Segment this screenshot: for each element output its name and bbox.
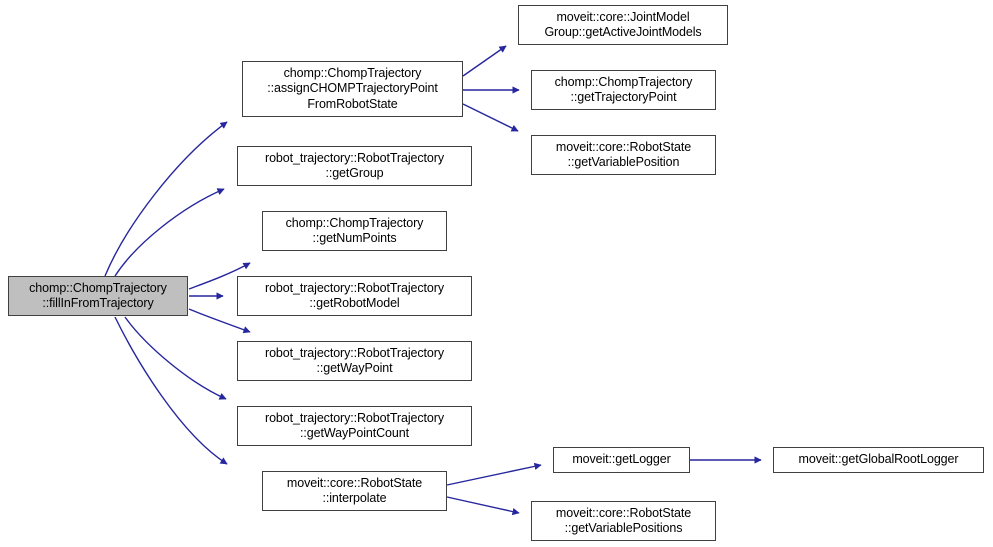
graph-node-label: robot_trajectory::RobotTrajectory ::getW…	[265, 410, 444, 441]
graph-node-label: robot_trajectory::RobotTrajectory ::getG…	[265, 150, 444, 181]
graph-node-getVariablePosition[interactable]: moveit::core::RobotState ::getVariablePo…	[531, 135, 716, 175]
graph-node-getWayPoint[interactable]: robot_trajectory::RobotTrajectory ::getW…	[237, 341, 472, 381]
graph-node-label: moveit::core::RobotState ::getVariablePo…	[555, 139, 692, 170]
graph-node-label: moveit::core::JointModel Group::getActiv…	[544, 9, 702, 40]
graph-node-label: chomp::ChompTrajectory ::getTrajectoryPo…	[554, 74, 693, 105]
graph-node-label: robot_trajectory::RobotTrajectory ::getR…	[265, 280, 444, 311]
graph-edges	[104, 45, 762, 516]
graph-node-assignCHOMPTrajectoryPointFromRobotState[interactable]: chomp::ChompTrajectory ::assignCHOMPTraj…	[242, 61, 463, 117]
graph-edge-fillInFromTrajectory-to-getWayPoint	[188, 308, 251, 334]
graph-edge-assignCHOMPTrajectoryPointFromRobotState-to-getActiveJointModels	[462, 45, 507, 77]
graph-node-getGroup[interactable]: robot_trajectory::RobotTrajectory ::getG…	[237, 146, 472, 186]
graph-node-label: moveit::core::RobotState ::interpolate	[286, 475, 423, 506]
graph-node-label: moveit::core::RobotState ::getVariablePo…	[555, 505, 692, 536]
graph-node-getNumPoints[interactable]: chomp::ChompTrajectory ::getNumPoints	[262, 211, 447, 251]
graph-edge-fillInFromTrajectory-to-getNumPoints	[188, 262, 251, 290]
graph-edge-fillInFromTrajectory-to-getWayPointCount	[124, 316, 227, 400]
graph-edge-assignCHOMPTrajectoryPointFromRobotState-to-getVariablePosition	[462, 103, 519, 132]
graph-node-label: robot_trajectory::RobotTrajectory ::getW…	[265, 345, 444, 376]
graph-node-getGlobalRootLogger[interactable]: moveit::getGlobalRootLogger	[773, 447, 984, 473]
graph-edge-interpolate-to-getVariablePositions	[446, 496, 520, 516]
graph-node-getTrajectoryPoint[interactable]: chomp::ChompTrajectory ::getTrajectoryPo…	[531, 70, 716, 110]
graph-node-label: chomp::ChompTrajectory ::getNumPoints	[285, 215, 424, 246]
graph-edge-fillInFromTrajectory-to-getGroup	[114, 188, 225, 277]
graph-edge-fillInFromTrajectory-to-interpolate	[114, 316, 228, 465]
graph-node-label: moveit::getGlobalRootLogger	[798, 452, 959, 467]
graph-node-label: moveit::getLogger	[572, 452, 671, 467]
graph-node-getWayPointCount[interactable]: robot_trajectory::RobotTrajectory ::getW…	[237, 406, 472, 446]
graph-edge-interpolate-to-getLogger	[446, 462, 542, 486]
graph-node-getLogger[interactable]: moveit::getLogger	[553, 447, 690, 473]
graph-node-getVariablePositions[interactable]: moveit::core::RobotState ::getVariablePo…	[531, 501, 716, 541]
graph-node-getRobotModel[interactable]: robot_trajectory::RobotTrajectory ::getR…	[237, 276, 472, 316]
graph-node-getActiveJointModels[interactable]: moveit::core::JointModel Group::getActiv…	[518, 5, 728, 45]
graph-edge-fillInFromTrajectory-to-assignCHOMPTrajectoryPointFromRobotState	[104, 121, 228, 277]
graph-node-label: chomp::ChompTrajectory ::fillInFromTraje…	[29, 280, 167, 311]
graph-node-fillInFromTrajectory[interactable]: chomp::ChompTrajectory ::fillInFromTraje…	[8, 276, 188, 316]
graph-node-label: chomp::ChompTrajectory ::assignCHOMPTraj…	[267, 65, 438, 111]
graph-node-interpolate[interactable]: moveit::core::RobotState ::interpolate	[262, 471, 447, 511]
